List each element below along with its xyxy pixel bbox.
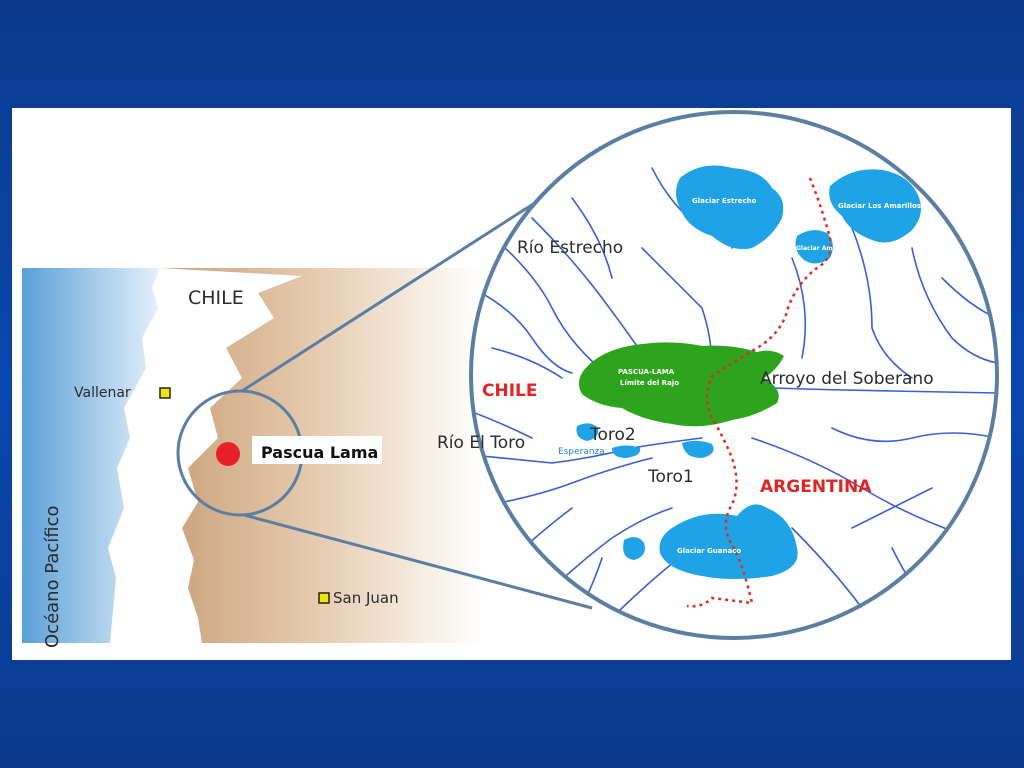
toro1-label: Toro1 xyxy=(647,467,694,487)
glacier-small-shape xyxy=(623,537,645,560)
ocean-label: Océano Pacífico xyxy=(42,505,63,648)
lake-esperanza-shape xyxy=(612,445,641,458)
site-label-box xyxy=(252,436,382,464)
san-juan-label: San Juan xyxy=(333,589,399,607)
san-juan-marker xyxy=(318,592,330,604)
overview-country-label: CHILE xyxy=(188,287,244,309)
glacier-amarillo-shape xyxy=(795,230,833,264)
ocean-area xyxy=(22,268,160,643)
glacier-guanaco-shape xyxy=(659,504,798,579)
map-panel: CHILE Océano Pacífico Vallenar San Juan … xyxy=(12,108,1011,660)
lens-connector-top xyxy=(241,186,559,393)
detail-circle-outline xyxy=(469,110,999,640)
map-canvas: CHILE Océano Pacífico Vallenar San Juan … xyxy=(22,110,999,648)
glacier-guanaco-label: Glaciar Guanaco xyxy=(677,547,741,555)
lens-connector-bottom xyxy=(243,513,593,610)
detail-map xyxy=(471,165,997,629)
glacier-amarillos-shape xyxy=(829,169,921,243)
lake-toro2-shape xyxy=(576,423,599,441)
toro2-label: Toro2 xyxy=(589,425,636,445)
site-marker xyxy=(216,442,240,466)
rio-estrecho-label: Río Estrecho xyxy=(517,238,623,258)
pit-label-line2: Límite del Rajo xyxy=(620,379,679,387)
argentina-label: ARGENTINA xyxy=(760,477,872,497)
glacier-estrecho-shape xyxy=(676,165,784,250)
detail-chile-label: CHILE xyxy=(482,381,537,401)
lake-toro1-shape xyxy=(682,440,714,458)
glacier-estrecho-label: Glaciar Estrecho xyxy=(692,197,757,205)
glacier-amarillos-label: Glaciar Los Amarillos xyxy=(838,202,921,210)
pit-label-line1: PASCUA-LAMA xyxy=(618,368,675,376)
vallenar-marker xyxy=(159,387,171,399)
vallenar-label: Vallenar xyxy=(74,385,131,401)
rio-el-toro-label: Río El Toro xyxy=(437,433,525,453)
esperanza-label: Esperanza xyxy=(558,447,605,457)
pascua-lama-pit-shape xyxy=(578,342,784,427)
arroyo-soberano-label: Arroyo del Soberano xyxy=(760,369,934,389)
site-label: Pascua Lama xyxy=(261,443,378,462)
glacier-amarillo-label: Glaciar Amarillo xyxy=(796,245,850,252)
